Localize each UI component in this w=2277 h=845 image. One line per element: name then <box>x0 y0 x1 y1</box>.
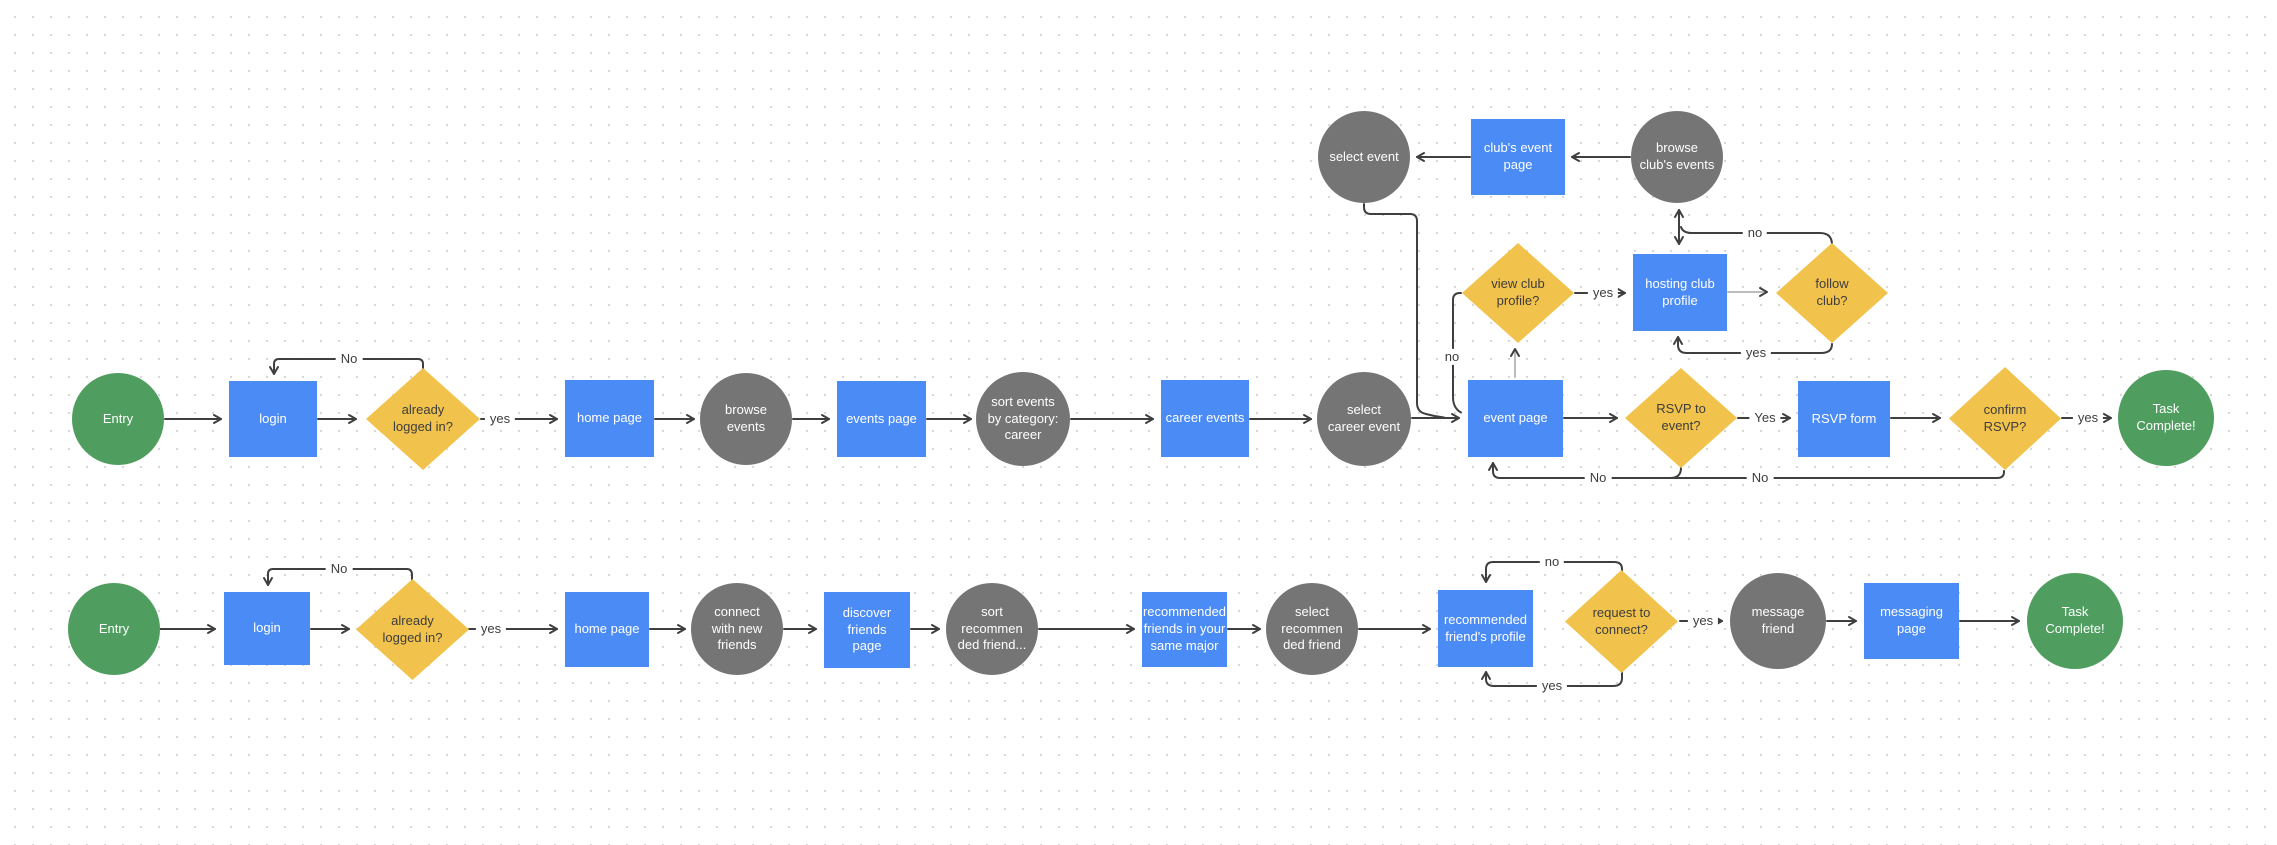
node-rsvp-to-event[interactable]: RSVP to event? <box>1625 368 1737 468</box>
node-select-career-event[interactable]: select career event <box>1317 372 1411 466</box>
node-career-events[interactable]: career events <box>1161 380 1249 457</box>
node-entry-events[interactable]: Entry <box>72 373 164 465</box>
node-sort-recommended-friends[interactable]: sort recommen ded friend... <box>946 583 1038 675</box>
node-login-events[interactable]: login <box>229 381 317 457</box>
edge-label-yes-view-club[interactable]: yes <box>1587 284 1619 302</box>
node-browse-clubs-events[interactable]: browse club's events <box>1631 111 1723 203</box>
edge-label-yes-request-loop[interactable]: yes <box>1536 677 1568 695</box>
node-home-events[interactable]: home page <box>565 380 654 457</box>
node-event-page[interactable]: event page <box>1468 380 1563 457</box>
edge-label-no-return-confirm[interactable]: No <box>1746 469 1774 487</box>
edge-label-yes-confirm[interactable]: yes <box>2072 409 2104 427</box>
node-rsvp-form[interactable]: RSVP form <box>1798 381 1890 457</box>
node-connect-new-friends[interactable]: connect with new friends <box>691 583 783 675</box>
node-recommended-friends-major[interactable]: recommended friends in your same major <box>1142 592 1227 667</box>
node-sort-events[interactable]: sort events by category: career <box>976 372 1070 466</box>
node-confirm-rsvp[interactable]: confirm RSVP? <box>1949 367 2061 470</box>
edge-label-no-request-connect[interactable]: no <box>1539 553 1565 571</box>
node-hosting-club-profile[interactable]: hosting club profile <box>1633 254 1727 331</box>
node-events-page[interactable]: events page <box>837 381 926 457</box>
edge-label-no-follow-club[interactable]: no <box>1742 224 1768 242</box>
node-view-club-profile[interactable]: view club profile? <box>1462 243 1574 343</box>
node-browse-events[interactable]: browse events <box>700 373 792 465</box>
edge-label-no-login-friends[interactable]: No <box>325 560 353 578</box>
node-select-event[interactable]: select event <box>1318 111 1410 203</box>
edge-label-yes-already-friends[interactable]: yes <box>475 620 507 638</box>
edge-label-no-login-events[interactable]: No <box>335 350 363 368</box>
node-login-friends[interactable]: login <box>224 592 310 665</box>
node-select-recommended-friend[interactable]: select recommen ded friend <box>1266 583 1358 675</box>
node-recommended-friends-profile[interactable]: recommended friend's profile <box>1438 590 1533 667</box>
node-message-friend[interactable]: message friend <box>1730 573 1826 669</box>
node-already-logged-friends[interactable]: already logged in? <box>356 579 469 680</box>
node-messaging-page[interactable]: messaging page <box>1864 583 1959 659</box>
edge-label-yes-already-events[interactable]: yes <box>484 410 516 428</box>
node-discover-friends-page[interactable]: discover friends page <box>824 592 910 668</box>
edge-label-no-view-club[interactable]: no <box>1439 348 1465 366</box>
node-entry-friends[interactable]: Entry <box>68 583 160 675</box>
edge-label-yes-request-connect[interactable]: yes <box>1687 612 1719 630</box>
edge-label-yes-rsvp[interactable]: Yes <box>1749 409 1781 427</box>
edge-label-yes-follow-club[interactable]: yes <box>1740 344 1772 362</box>
node-task-complete-friends[interactable]: Task Complete! <box>2027 573 2123 669</box>
node-home-friends[interactable]: home page <box>565 592 649 667</box>
node-clubs-event-page[interactable]: club's event page <box>1471 119 1565 195</box>
node-task-complete-events[interactable]: Task Complete! <box>2118 370 2214 466</box>
node-follow-club[interactable]: follow club? <box>1776 243 1888 343</box>
node-request-to-connect[interactable]: request to connect? <box>1565 570 1678 673</box>
node-already-logged-events[interactable]: already logged in? <box>366 368 480 470</box>
edge-rsvp-no-join[interactable] <box>1660 467 1682 479</box>
edge-label-no-return-rsvp[interactable]: No <box>1584 469 1612 487</box>
